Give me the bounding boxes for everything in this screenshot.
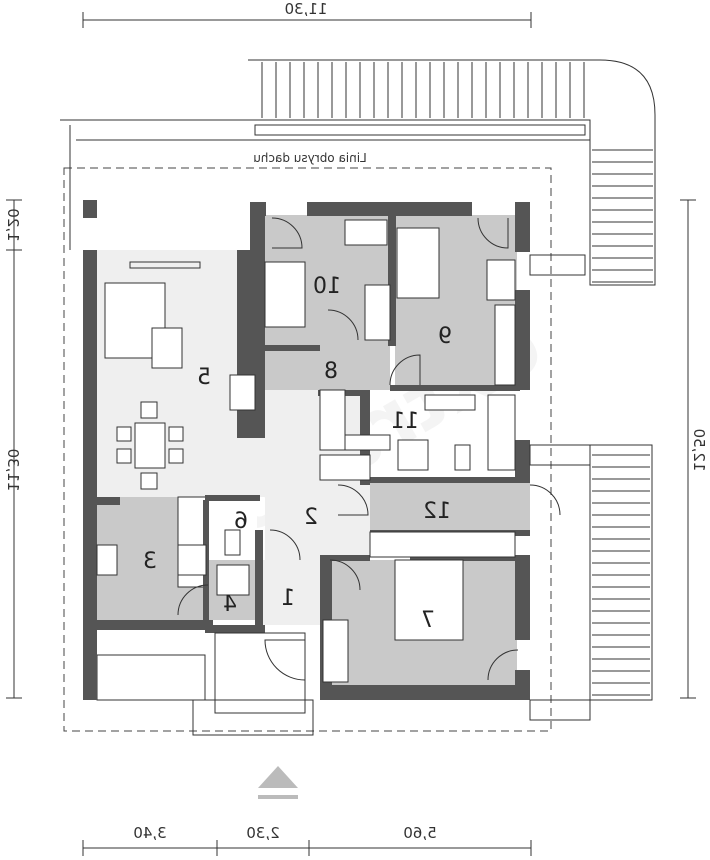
terrace-right <box>589 444 653 701</box>
bed-10 <box>264 261 306 328</box>
dimension-right <box>680 199 696 699</box>
dimension-bottom-3: 5,60 <box>403 824 436 842</box>
tv-unit <box>129 261 201 269</box>
dimension-bottom-1: 3,40 <box>133 824 166 842</box>
room-label-5: 5 <box>197 365 211 390</box>
room-label-2: 2 <box>304 505 318 530</box>
coffee-table <box>151 327 183 369</box>
dimension-left-total-label: 11,30 <box>4 449 22 492</box>
dimension-right-label: 12,50 <box>690 429 708 472</box>
room-label-9: 9 <box>438 324 452 349</box>
shower <box>397 439 429 471</box>
roof-outline-label: Linia obrysu dachu <box>253 151 367 165</box>
fireplace <box>229 374 256 411</box>
dimension-bottom <box>82 840 532 856</box>
dimension-left-upper-label: 1,20 <box>4 208 22 241</box>
room-label-6: 6 <box>234 509 248 534</box>
room-label-4: 4 <box>223 592 237 617</box>
bed-7 <box>394 559 464 641</box>
dimension-bottom-2: 2,30 <box>246 824 279 842</box>
bed-9 <box>396 227 440 299</box>
room-label-7: 7 <box>421 608 435 633</box>
room-label-11: 11 <box>391 409 419 434</box>
room-label-12: 12 <box>423 499 451 524</box>
stove <box>177 544 207 576</box>
dimension-left <box>6 199 22 699</box>
room-label-10: 10 <box>313 274 341 299</box>
room-label-8: 8 <box>324 359 338 384</box>
sink <box>424 394 476 411</box>
roof-outline <box>63 167 552 732</box>
room-label-3: 3 <box>143 549 157 574</box>
bathtub <box>487 394 516 471</box>
toilet-6 <box>224 529 241 556</box>
furniture <box>96 217 591 736</box>
dimension-top-label: 11,30 <box>285 0 328 18</box>
toilet-11 <box>454 444 471 471</box>
room-label-1: 1 <box>281 586 295 611</box>
dining-table <box>134 422 166 469</box>
room-labels: 1 2 3 4 5 6 7 8 9 10 11 12 <box>143 274 452 633</box>
dimension-top <box>82 12 532 28</box>
kitchen-sink <box>96 544 118 576</box>
entrance-arrow <box>258 766 298 788</box>
entrance <box>214 632 306 714</box>
terrace <box>60 59 656 286</box>
